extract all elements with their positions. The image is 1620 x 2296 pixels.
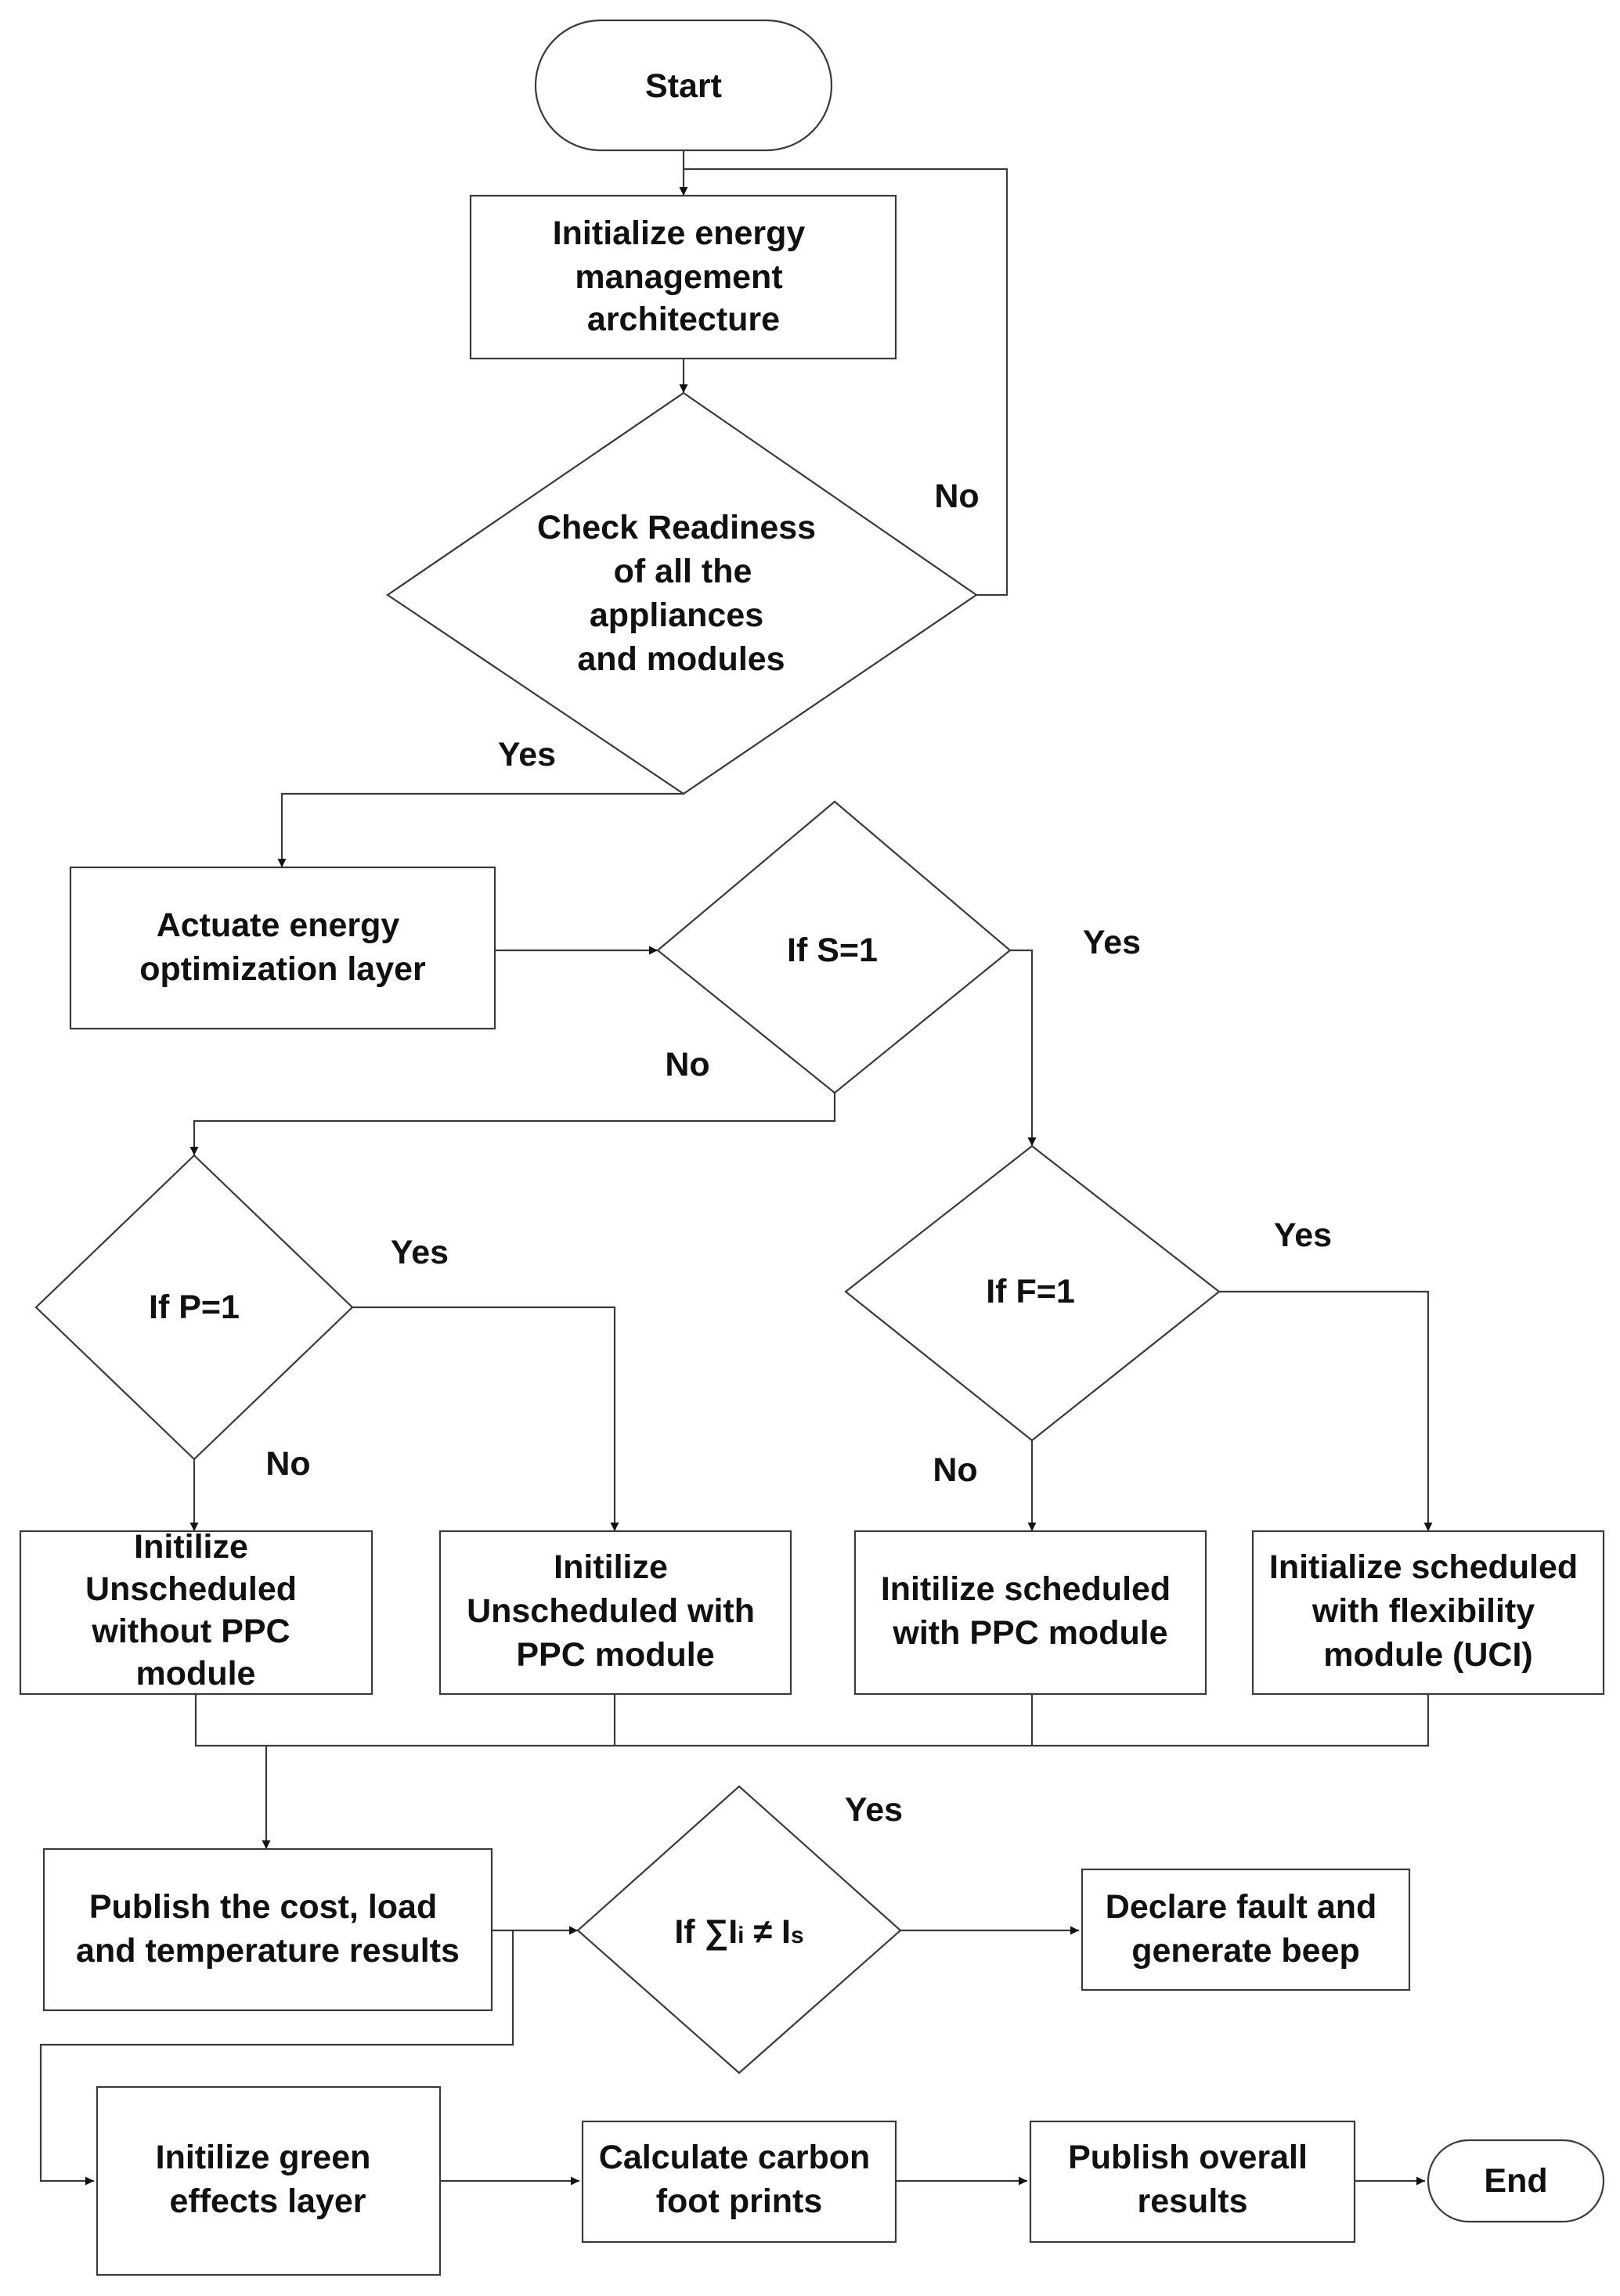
edge-label-f-yes: Yes (1274, 1216, 1332, 1254)
connector-if-s-no (189, 1093, 836, 1155)
connector-merge-bus (194, 1694, 1430, 1747)
scheduled-flexibility-process: Initialize scheduled with flexibility mo… (1251, 1530, 1605, 1696)
init-architecture-label: Initialize energy management architectur… (553, 214, 815, 338)
if-s-decision: If S=1 (656, 800, 1012, 1094)
if-sum-label: If ∑Ii ≠ Is (674, 1913, 803, 1951)
declare-fault-process: Declare fault and generate beep (1081, 1868, 1411, 1991)
start-terminal: Start (534, 19, 833, 152)
edge-label-s-yes: Yes (1083, 924, 1141, 961)
start-label: Start (645, 67, 722, 105)
carbon-footprint-label: Calculate carbon foot prints (599, 2139, 879, 2220)
check-readiness-label: Check Readiness of all the appliances an… (537, 509, 825, 678)
green-effects-process: Initilize green effects layer (96, 2085, 442, 2276)
carbon-footprint-process: Calculate carbon foot prints (581, 2120, 897, 2244)
declare-fault-label: Declare fault and generate beep (1106, 1888, 1386, 1970)
green-effects-label: Initilize green effects layer (156, 2139, 381, 2220)
connectors (39, 150, 1433, 2186)
publish-overall-label: Publish overall results (1068, 2139, 1317, 2220)
check-readiness-decision: Check Readiness of all the appliances an… (386, 391, 978, 795)
if-f-label: If F=1 (986, 1273, 1075, 1310)
connector-check-no-loop (684, 168, 1008, 597)
if-p-label: If P=1 (149, 1289, 240, 1326)
unscheduled-without-ppc-label: Initilize Unscheduled without PPC module (85, 1528, 306, 1692)
publish-overall-process: Publish overall results (1029, 2120, 1356, 2244)
edge-label-sum-yes: Yes (845, 1791, 903, 1829)
scheduled-flexibility-label: Initialize scheduled with flexibility mo… (1269, 1548, 1587, 1674)
edge-label-p-no: No (265, 1445, 310, 1483)
edge-label-s-no: No (665, 1046, 709, 1083)
if-p-decision: If P=1 (34, 1154, 354, 1461)
scheduled-with-ppc-process: Initilize scheduled with PPC module (853, 1530, 1207, 1696)
publish-results-label: Publish the cost, load and temperature r… (76, 1888, 460, 1970)
unscheduled-with-ppc-label: Initilize Unscheduled with PPC module (467, 1548, 764, 1674)
edge-label-p-yes: Yes (391, 1234, 449, 1271)
if-sum-decision: If ∑Ii ≠ Is (576, 1785, 902, 2074)
actuate-optimization-process: Actuate energy optimization layer (69, 866, 496, 1030)
connector-if-s-yes (1010, 949, 1037, 1146)
edge-labels: No Yes Yes No Yes No Yes No Yes (265, 478, 1332, 1829)
init-architecture-process: Initialize energy management architectur… (469, 194, 897, 360)
end-terminal: End (1427, 2139, 1605, 2223)
end-label: End (1484, 2162, 1547, 2200)
unscheduled-without-ppc-process: Initilize Unscheduled without PPC module (19, 1528, 373, 1696)
connector-if-f-yes (1219, 1290, 1433, 1531)
if-s-label: If S=1 (787, 932, 878, 969)
connector-check-yes (277, 792, 684, 867)
actuate-optimization-label: Actuate energy optimization layer (139, 907, 426, 988)
connector-publish-to-green (39, 1930, 514, 2186)
edge-label-f-no: No (933, 1451, 977, 1489)
publish-results-process: Publish the cost, load and temperature r… (42, 1847, 493, 2012)
connector-if-p-yes (352, 1306, 619, 1531)
scheduled-with-ppc-label: Initilize scheduled with PPC module (881, 1570, 1180, 1652)
unscheduled-with-ppc-process: Initilize Unscheduled with PPC module (438, 1530, 792, 1696)
edge-label-ready-yes: Yes (498, 736, 556, 773)
edge-label-ready-no: No (934, 478, 979, 515)
if-f-decision: If F=1 (844, 1144, 1221, 1442)
